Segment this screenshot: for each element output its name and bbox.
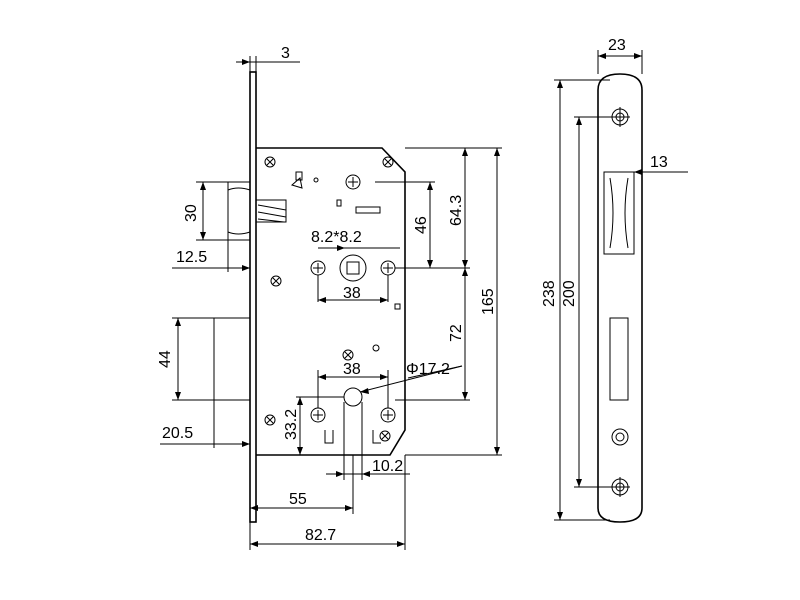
handle-screw-icon <box>310 260 326 276</box>
dim-faceplate-length: 238 <box>541 280 558 307</box>
cylinder-screw-icon <box>310 407 326 423</box>
latch-slot <box>609 317 629 401</box>
case-screw-icon <box>379 430 391 442</box>
dim-handle-to-top: 46 <box>413 216 430 234</box>
latch <box>213 317 251 401</box>
dim-spindle-square: 8.2*8.2 <box>311 229 362 246</box>
dim-handle-screw-spacing: 38 <box>343 285 361 302</box>
dim-faceplate-thickness: 3 <box>281 45 290 62</box>
dim-screw-spacing: 200 <box>561 280 578 307</box>
faceplate-front <box>249 71 257 523</box>
dim-top-to-handle: 64.3 <box>448 195 465 226</box>
dim-cylinder-width: 10.2 <box>372 458 403 475</box>
side-view <box>597 73 643 523</box>
case-screw-icon <box>270 275 282 287</box>
dim-case-height: 165 <box>480 288 497 315</box>
top-screw-icon <box>345 174 361 190</box>
front-dimensions: 3 30 12.5 44 20.5 8.2*8.2 <box>157 45 502 550</box>
faceplate-screw-icon <box>610 477 630 497</box>
case-screw-icon <box>342 349 354 361</box>
dim-cylinder-screw-spacing: 38 <box>343 361 361 378</box>
dim-forend-slot-width: 13 <box>650 154 668 171</box>
case-screw-icon <box>264 156 276 168</box>
handle-screw-icon <box>380 260 396 276</box>
side-dimensions: 23 13 238 200 <box>541 37 688 521</box>
case-screw-icon <box>264 414 276 426</box>
cylinder-screw-icon <box>380 407 396 423</box>
dim-cylinder-diameter: Φ17.2 <box>406 361 450 378</box>
faceplate-outline <box>597 73 643 523</box>
key-hole-icon <box>611 428 629 446</box>
case-screw-icon <box>382 156 394 168</box>
bolt-body <box>255 199 287 223</box>
dim-backset: 55 <box>289 491 307 508</box>
dim-bolt-height: 30 <box>183 204 200 222</box>
dim-bolt-projection: 12.5 <box>176 249 207 266</box>
dim-latch-projection: 20.5 <box>162 425 193 442</box>
dim-case-depth: 82.7 <box>305 527 336 544</box>
dim-latch-height: 44 <box>157 350 174 368</box>
deadbolt <box>227 181 250 241</box>
lock-case <box>256 147 406 456</box>
dim-handle-to-cylinder: 72 <box>448 324 465 342</box>
deadbolt-slot <box>603 171 635 255</box>
faceplate-screw-icon <box>610 107 630 127</box>
spindle-follower <box>339 254 367 282</box>
dim-cylinder-depth: 33.2 <box>283 409 300 440</box>
cylinder-cutout <box>343 387 363 455</box>
dim-faceplate-width: 23 <box>608 37 626 54</box>
